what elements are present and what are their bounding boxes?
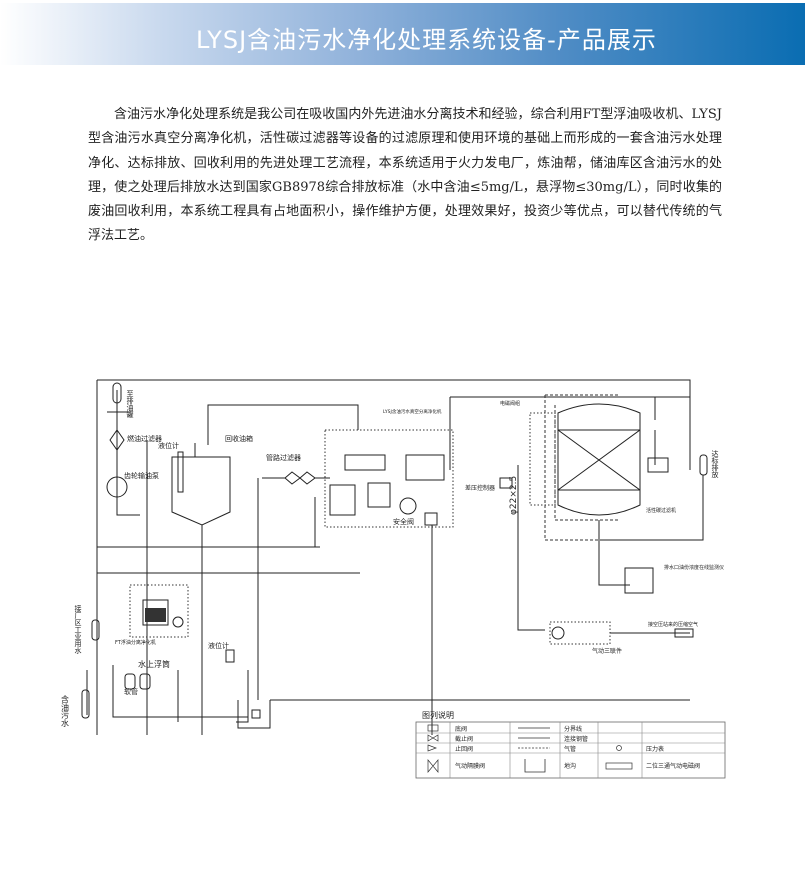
pipe	[431, 396, 600, 735]
pipe	[97, 440, 360, 735]
oil-monitor-icon	[624, 567, 654, 594]
tank-icon	[112, 382, 122, 404]
legend-air-pipe: 气管	[564, 745, 576, 753]
bottom-valve-icon	[251, 709, 261, 719]
recovery-tank	[171, 456, 231, 526]
label-discharge: 达标排放	[711, 449, 719, 479]
page-title: LYSJ含油污水净化处理系统设备-产品展示	[196, 26, 657, 54]
float-icon	[139, 673, 151, 690]
level-gauge-icon	[177, 451, 184, 493]
label-level-gauge-2: 液位计	[208, 641, 229, 650]
legend-solenoid-valve: 二位三通气动电磁阀	[646, 762, 700, 770]
filter-icon	[109, 429, 125, 451]
label-pipe-spec: φ22×2.5	[509, 476, 519, 515]
label-to-oil-tank: 至排油罐	[126, 390, 134, 419]
tank-icon	[81, 689, 90, 719]
header-banner: LYSJ含油污水净化处理系统设备-产品展示	[0, 3, 805, 65]
legend-table: 底阀 截止阀 止回阀 气动隔膜阀 分界线 连接钢管 气管 地沟 压力表 二位三通…	[415, 721, 726, 779]
pipe-filter	[257, 471, 330, 700]
dp-controller-icon	[499, 477, 513, 489]
vacuum-pump-icon	[399, 497, 417, 515]
safety-valve-icon	[424, 512, 438, 526]
intro-paragraph: 含油污水净化处理系统是我公司在吸收国内外先进油水分离技术和经验，综合利用FT型浮…	[88, 107, 722, 244]
lysj-unit-box	[324, 429, 454, 528]
drain-icon	[647, 457, 669, 473]
label-level-gauge: 液位计	[158, 441, 179, 450]
label-solenoid-group: 电磁阀组	[500, 400, 520, 407]
tank-icon	[699, 454, 708, 476]
pump-icon	[106, 476, 128, 498]
ft-unit-box	[129, 584, 189, 638]
label-dp-controller: 差压控制器	[465, 484, 495, 492]
solenoid-group-box	[529, 412, 556, 506]
legend-bottom-valve: 底阀	[455, 725, 467, 733]
label-oily-water: 含油污水	[61, 694, 70, 727]
carbon-filter-tank	[557, 403, 641, 516]
label-gear-pump: 齿轮输油泵	[124, 471, 159, 480]
label-ft-unit: FT浮油分离净化机	[115, 639, 156, 646]
level-gauge-icon	[225, 649, 235, 663]
label-float: 水上浮筒	[138, 659, 170, 669]
tank-icon	[91, 619, 100, 641]
label-oil-monitor: 排水口油份浓度在线监测仪	[664, 564, 724, 571]
label-hose: 软管	[124, 687, 138, 696]
legend-check-valve: 止回阀	[455, 745, 473, 753]
legend-title: 图列说明	[422, 710, 454, 720]
legend-steel-pipe: 连接钢管	[564, 735, 588, 743]
legend-boundary: 分界线	[564, 725, 582, 733]
label-safety-valve: 安全阀	[393, 517, 414, 526]
pipe	[194, 404, 359, 735]
pneumatic-triple-box	[549, 621, 611, 645]
legend-ditch: 地沟	[564, 762, 576, 770]
label-industrial-water: 接厂区工业用水	[74, 604, 82, 654]
label-pipe-filter: 管路过滤器	[266, 453, 301, 462]
legend-pressure-gauge: 压力表	[646, 745, 664, 753]
sump	[86, 575, 249, 723]
label-air-source: 接空压站来的压缩空气	[648, 621, 698, 628]
pipe	[517, 396, 704, 631]
label-oil-filter: 燃油过滤器	[127, 434, 162, 443]
air-line	[544, 394, 620, 541]
pipe-frame	[96, 379, 691, 735]
label-lysj-unit: LYSJ含油污水真空分离净化机	[383, 408, 442, 415]
legend-diaphragm-valve: 气动隔膜阀	[455, 762, 485, 770]
label-carbon-filter: 活性碳过滤机	[646, 507, 676, 514]
ditch	[237, 699, 690, 729]
float-icon	[124, 673, 136, 690]
legend-stop-valve: 截止阀	[455, 735, 473, 743]
label-pneumatic-triple: 气动三联件	[592, 647, 622, 655]
pipe	[107, 390, 140, 516]
label-recovery-tank: 回收油箱	[225, 434, 253, 443]
